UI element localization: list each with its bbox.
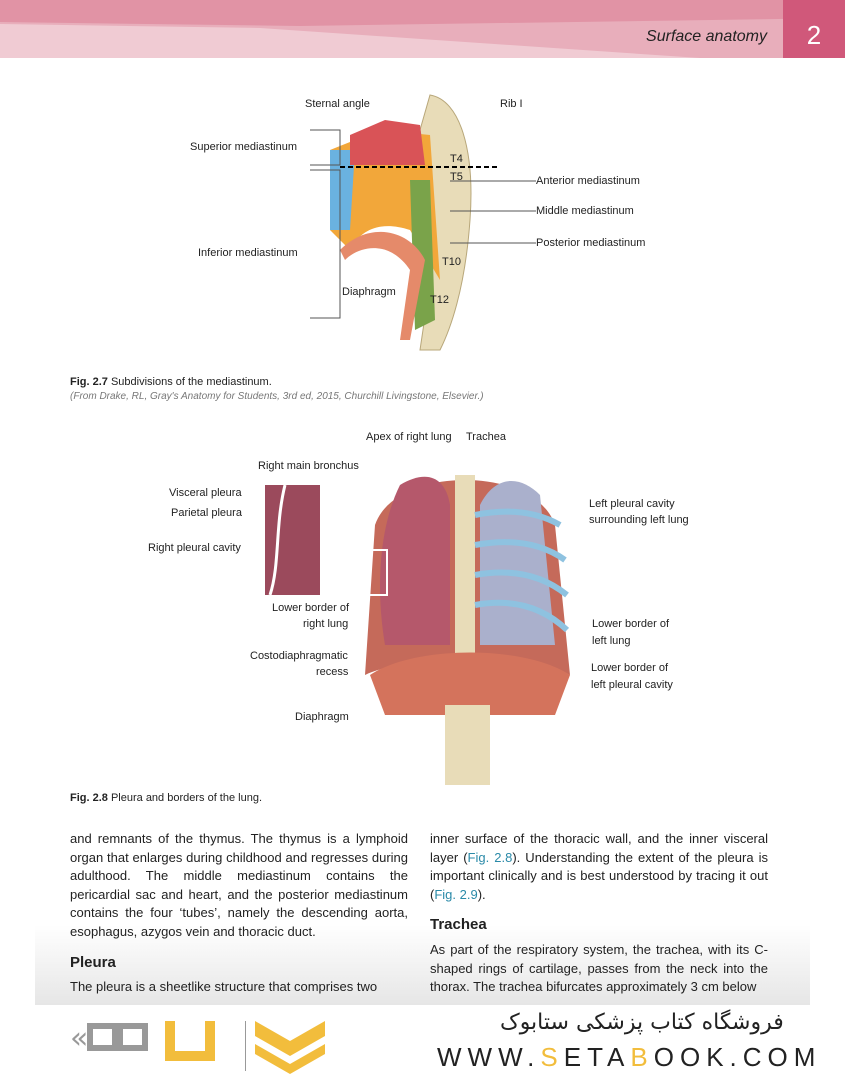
label-visceral-pleura: Visceral pleura xyxy=(169,487,242,499)
label-lower-border-left-1: Lower border of xyxy=(592,618,670,630)
paragraph: The pleura is a sheetlike structure that… xyxy=(70,979,378,995)
label-parietal-pleura: Parietal pleura xyxy=(171,507,242,519)
label-inferior-mediastinum: Inferior mediastinum xyxy=(198,247,298,259)
persian-store-title: فروشگاه کتاب پزشکی ستابوک xyxy=(500,1010,784,1035)
label-superior-mediastinum: Superior mediastinum xyxy=(190,141,297,153)
text: ). xyxy=(477,886,486,902)
label-left-pleural-cavity-1: Left pleural cavity xyxy=(589,498,675,510)
label-middle-mediastinum: Middle mediastinum xyxy=(536,205,634,217)
label-posterior-mediastinum: Posterior mediastinum xyxy=(536,237,646,249)
label-apex-right-lung: Apex of right lung xyxy=(366,431,452,443)
figure-number: Fig. 2.8 xyxy=(70,792,108,804)
url-part: ETA xyxy=(563,1042,631,1072)
right-column: inner surface of the thoracic wall, and … xyxy=(430,830,768,997)
fig27-source: (From Drake, RL, Gray's Anatomy for Stud… xyxy=(70,391,484,402)
page-header: Surface anatomy 2 xyxy=(0,0,845,58)
label-diaphragm: Diaphragm xyxy=(342,286,396,298)
text: ). Understanding the extent of the pleur… xyxy=(430,849,768,902)
website-url[interactable]: WWW.SETABOOK.COM xyxy=(437,1042,821,1073)
running-title: Surface anatomy xyxy=(646,28,767,45)
svg-text:«: « xyxy=(70,1021,88,1056)
left-column: and remnants of the thymus. The thymus i… xyxy=(70,830,408,997)
label-anterior-mediastinum: Anterior mediastinum xyxy=(536,175,640,187)
label-t12: T12 xyxy=(430,294,449,306)
paragraph: and remnants of the thymus. The thymus i… xyxy=(70,831,408,939)
label-diaphragm-2: Diaphragm xyxy=(295,711,349,723)
label-lower-border-cavity-1: Lower border of xyxy=(591,662,669,674)
fig28-caption: Fig. 2.8 Pleura and borders of the lung. xyxy=(70,792,262,804)
label-sternal-angle: Sternal angle xyxy=(305,98,370,110)
label-costodiaphragmatic-1: Costodiaphragmatic xyxy=(250,650,348,662)
label-right-pleural-cavity: Right pleural cavity xyxy=(148,542,241,554)
url-part: WWW. xyxy=(437,1042,541,1072)
paragraph: As part of the respiratory system, the t… xyxy=(430,941,768,995)
text: inner surface of the thoracic wall, and … xyxy=(430,831,768,865)
thorax-pleura-illustration xyxy=(265,475,570,785)
label-lower-border-right-1: Lower border of xyxy=(272,602,350,614)
fig27-caption: Fig. 2.7 Subdivisions of the mediastinum… xyxy=(70,376,272,388)
watermark-footer: « فروشگاه کتاب پزشکی ستابوک WWW.SETABOOK… xyxy=(0,1006,845,1080)
heading-trachea: Trachea xyxy=(430,916,487,934)
label-rib-1: Rib I xyxy=(500,98,523,110)
page-number: 2 xyxy=(783,0,845,58)
label-t4: T4 xyxy=(450,153,463,165)
fig-2-9-link[interactable]: Fig. 2.9 xyxy=(434,886,478,902)
fig-2-8-link[interactable]: Fig. 2.8 xyxy=(467,849,513,865)
heading-pleura: Pleura xyxy=(70,953,116,971)
setabook-logo: « xyxy=(70,1021,325,1074)
label-costodiaphragmatic-2: recess xyxy=(316,666,349,678)
label-t10: T10 xyxy=(442,256,461,268)
label-lower-border-right-2: right lung xyxy=(303,618,349,630)
figure-number: Fig. 2.7 xyxy=(70,376,108,388)
paragraph: inner surface of the thoracic wall, and … xyxy=(430,830,768,904)
label-left-pleural-cavity-2: surrounding left lung xyxy=(589,514,689,526)
label-t5: T5 xyxy=(450,171,463,183)
label-lower-border-cavity-2: left pleural cavity xyxy=(591,679,673,691)
caption-text: Pleura and borders of the lung. xyxy=(107,792,263,804)
header-banner xyxy=(0,0,845,58)
label-lower-border-left-2: left lung xyxy=(592,635,631,647)
url-part: B xyxy=(630,1042,654,1072)
label-right-main-bronchus: Right main bronchus xyxy=(258,460,359,472)
caption-text: Subdivisions of the mediastinum. xyxy=(107,376,272,388)
url-part: OOK.COM xyxy=(653,1042,822,1072)
url-part: S xyxy=(540,1042,564,1072)
label-trachea: Trachea xyxy=(466,431,506,443)
